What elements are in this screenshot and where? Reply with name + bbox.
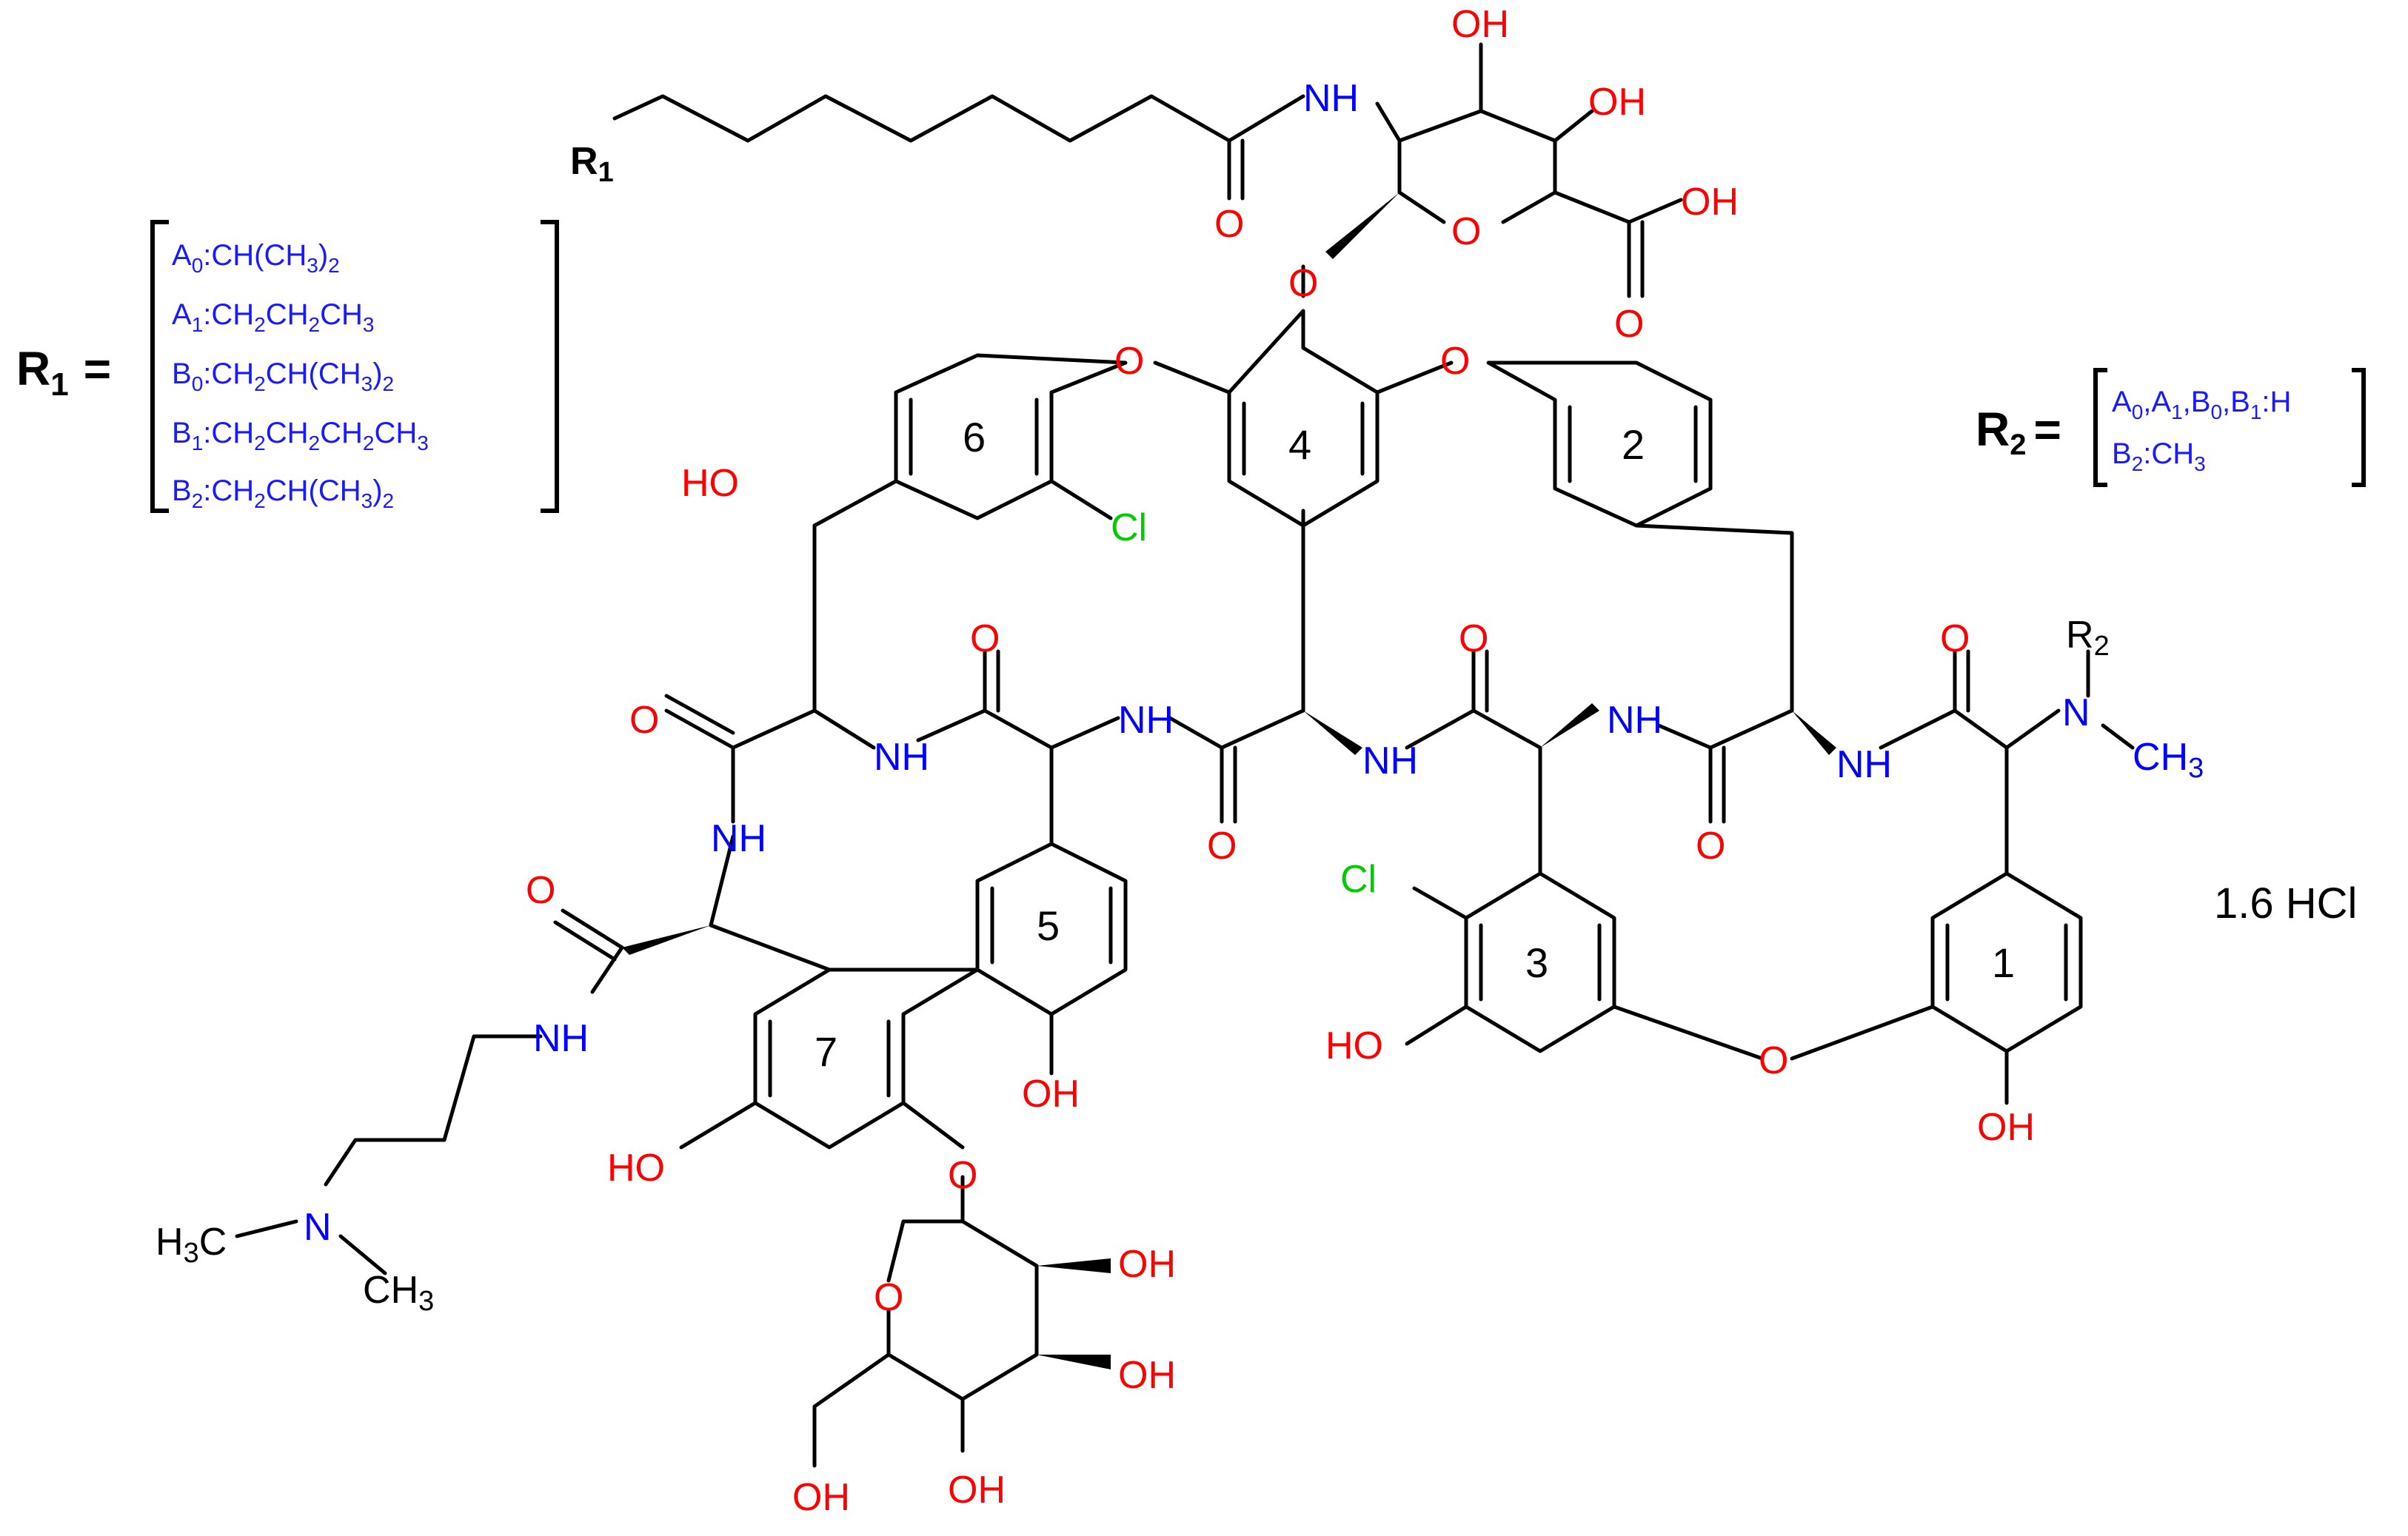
chlorine-ring-3: Cl (1340, 858, 1377, 901)
mannose-oh-4: OH (792, 1476, 850, 1519)
carboxyl-oh: OH (1681, 181, 1739, 224)
hydroxyl-1: OH (1451, 3, 1509, 46)
carbonyl-o-c: O (1207, 825, 1237, 868)
ring-number-5: 5 (1037, 902, 1060, 949)
r1-entry-a0: A0:CH(CH3)2 (172, 239, 340, 277)
atom-labels: R1 NH O OH OH O OH O O O O Cl HO O NH O … (155, 3, 2204, 1519)
r1-entry-b1: B1:CH2CH2CH2CH3 (172, 417, 429, 455)
carbonyl-o-b: O (970, 617, 1000, 660)
carbonyl-o-top: O (1214, 203, 1244, 246)
r2-symbol: R2= (1976, 403, 2061, 461)
r1-symbol: R1= (16, 342, 111, 403)
ring-number-7: 7 (815, 1028, 837, 1075)
hydroxyl-2: OH (1588, 81, 1646, 124)
ether-o-4-2: O (1440, 340, 1470, 383)
glycosidic-o-top: O (1288, 262, 1318, 305)
r1-chain-label: R1 (570, 140, 614, 188)
carbonyl-o-d: O (1459, 617, 1488, 660)
ether-o-3-1: O (1759, 1039, 1788, 1082)
amide-nh-a: NH (874, 736, 929, 779)
chlorine-ring-6: Cl (1111, 506, 1147, 549)
r1-entry-a1: A1:CH2CH2CH3 (172, 298, 374, 336)
r2-chain-label: R2 (2066, 614, 2110, 662)
carbonyl-o-f: O (1940, 617, 1970, 660)
carbonyl-o-e: O (1696, 825, 1725, 868)
hydroxyl-benzylic: HO (681, 462, 739, 505)
bond-skeleton (235, 42, 2135, 1468)
dimethyl-left: H3C (155, 1221, 227, 1269)
carboxyl-o: O (1614, 303, 1644, 346)
r2-legend: R2= A0,A1,B0,B1:H B2:CH3 (1976, 368, 2366, 487)
ring-number-6: 6 (963, 414, 986, 460)
r2-line-2: B2:CH3 (2112, 437, 2206, 475)
amide-nh-d: NH (1607, 699, 1662, 742)
hydroxyl-ring-1: OH (1977, 1106, 2035, 1149)
hydroxyl-ring-5: OH (1022, 1073, 1080, 1116)
r1-legend: R1= A0:CH(CH3)2 A1:CH2CH2CH3 B0:CH2CH(CH… (16, 220, 559, 513)
ring-number-3: 3 (1525, 939, 1548, 986)
mannose-oh-2: OH (1118, 1354, 1176, 1397)
r2-bracket-right (2352, 368, 2366, 487)
r1-bracket-left (150, 220, 169, 513)
amide-nh-f: NH (711, 817, 766, 860)
n-methyl: CH3 (2133, 736, 2204, 784)
hydroxyl-ring-3: HO (1325, 1024, 1383, 1067)
glycosidic-o-bottom: O (948, 1154, 977, 1197)
mannose-oh-3: OH (948, 1469, 1006, 1512)
amide-nh-e: NH (1836, 743, 1892, 786)
ring-number-4: 4 (1288, 421, 1311, 468)
dimethyl-right: CH3 (363, 1269, 434, 1317)
amide-nh-b: NH (1118, 699, 1174, 742)
ring-number-2: 2 (1622, 421, 1645, 468)
ring-number-1: 1 (1992, 939, 2015, 986)
side-carbonyl-o: O (526, 869, 555, 912)
r1-entry-b2: B2:CH2CH(CH3)2 (172, 474, 394, 512)
ring-o-glucuronic: O (1451, 210, 1481, 253)
r2-line-1: A0,A1,B0,B1:H (2112, 386, 2291, 423)
amide-nh-c: NH (1362, 740, 1418, 782)
mannose-oh-1: OH (1118, 1243, 1176, 1286)
ring-o-mannose: O (874, 1276, 903, 1319)
salt-label: 1.6 HCl (2214, 879, 2357, 928)
side-amide-nh: NH (533, 1017, 589, 1060)
r2-bracket-left (2093, 368, 2107, 487)
amide-nh-top: NH (1303, 77, 1359, 120)
r1-bracket-right (541, 220, 559, 513)
ring-numbers: 1 2 3 4 5 6 7 (815, 414, 2015, 1075)
hydroxyl-ring-7: HO (607, 1147, 665, 1190)
ether-o-4-6: O (1114, 340, 1144, 383)
dimethylamine-n: N (304, 1206, 332, 1249)
r1-entry-b0: B0:CH2CH(CH3)2 (172, 358, 394, 395)
carbonyl-o-a: O (629, 699, 659, 742)
amine-n: N (2062, 691, 2090, 734)
